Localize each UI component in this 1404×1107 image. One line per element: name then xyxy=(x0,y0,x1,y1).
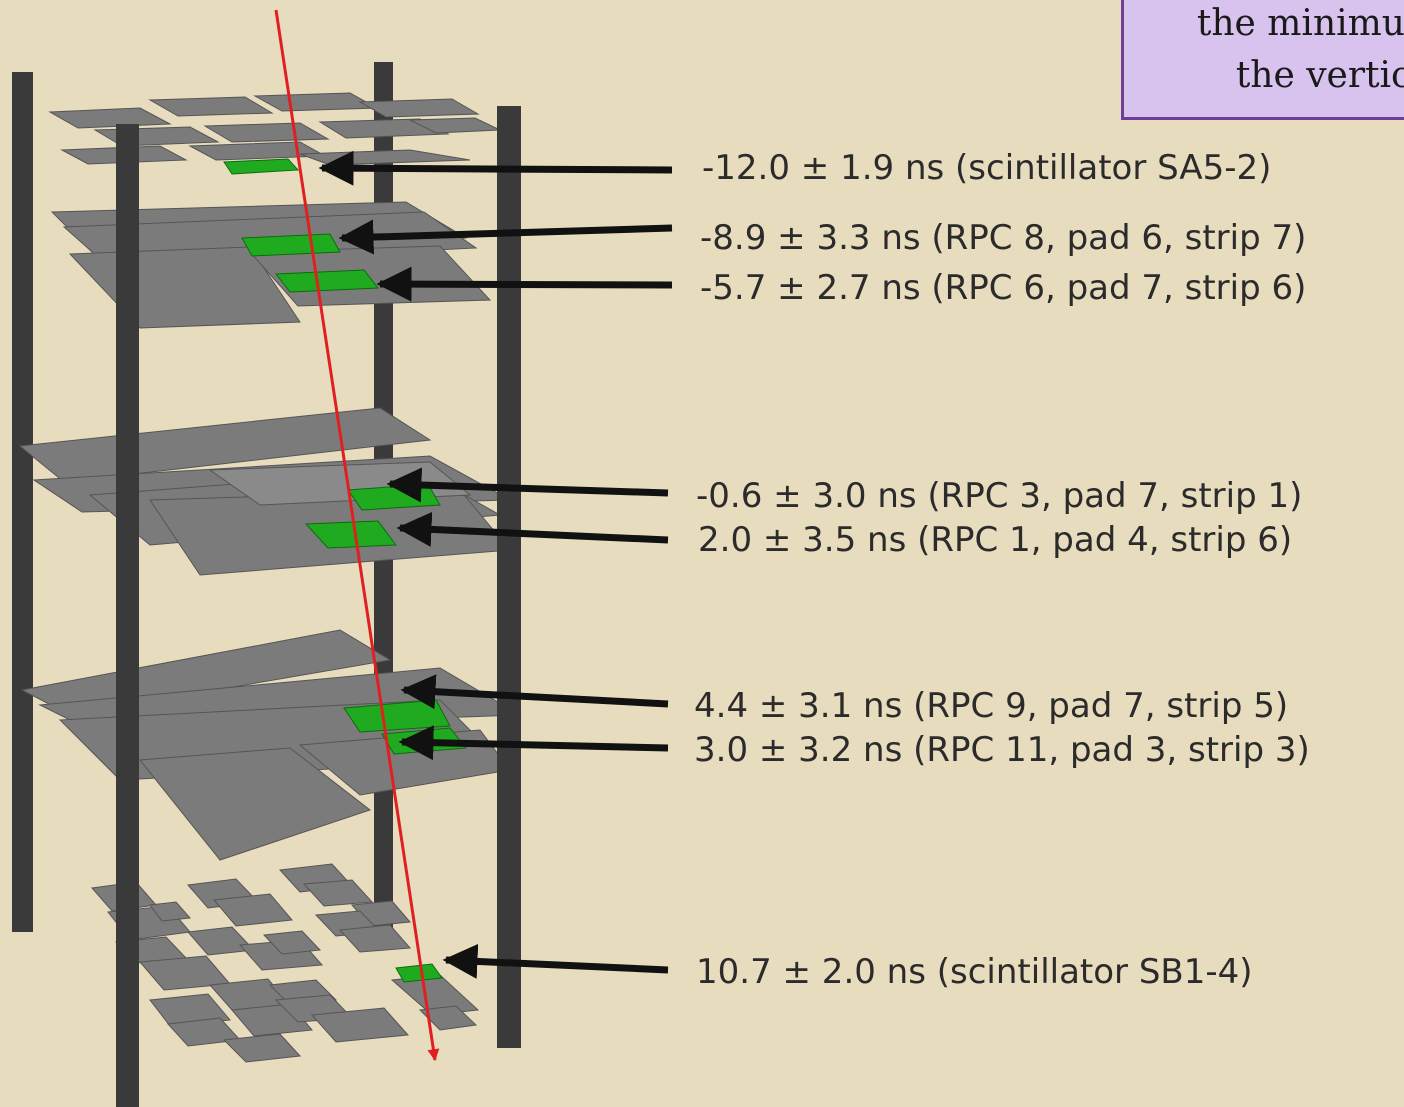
pillar-front-left xyxy=(116,124,139,1107)
arrow-rpc3 xyxy=(386,467,669,503)
pointer-arrows xyxy=(318,150,673,979)
annotation-rpc8: -8.9 ± 3.3 ns (RPC 8, pad 6, strip 7) xyxy=(700,218,1307,258)
rpc-layer-middle xyxy=(18,407,512,576)
annotation-rpc1: 2.0 ± 3.5 ns (RPC 1, pad 4, strip 6) xyxy=(698,520,1293,560)
arrow-rpc6 xyxy=(376,266,673,302)
arrow-rpc8 xyxy=(338,219,673,255)
arrow-sb1-4 xyxy=(442,943,669,979)
callout-line-1: the minimum xyxy=(1196,3,1404,44)
annotation-sb1-4: 10.7 ± 2.0 ns (scintillator SB1-4) xyxy=(696,952,1253,992)
pillar-front-right xyxy=(497,106,521,1048)
annotation-rpc11: 3.0 ± 3.2 ns (RPC 11, pad 3, strip 3) xyxy=(694,730,1310,770)
callout-box: the minimum the vertical xyxy=(1121,0,1404,120)
front-pillars xyxy=(116,106,521,1107)
hit-pad-rpc6 xyxy=(275,269,379,293)
muon-track xyxy=(274,9,440,1062)
hit-pad-rpc8 xyxy=(241,233,341,257)
bottom-scintillator-layer xyxy=(91,863,480,1063)
arrow-rpc11 xyxy=(398,725,669,761)
pillar-back-left xyxy=(12,72,33,932)
arrow-sa5-2 xyxy=(318,150,673,186)
callout-line-2: the vertical xyxy=(1235,55,1404,96)
arrow-rpc9 xyxy=(400,674,669,710)
annotation-rpc6: -5.7 ± 2.7 ns (RPC 6, pad 7, strip 6) xyxy=(700,268,1307,308)
arrow-rpc1 xyxy=(396,511,669,547)
annotation-sa5-2: -12.0 ± 1.9 ns (scintillator SA5-2) xyxy=(702,148,1272,188)
annotation-rpc3: -0.6 ± 3.0 ns (RPC 3, pad 7, strip 1) xyxy=(696,476,1303,516)
hit-pad-sa5-2 xyxy=(223,158,300,175)
annotation-rpc9: 4.4 ± 3.1 ns (RPC 9, pad 7, strip 5) xyxy=(694,686,1289,726)
